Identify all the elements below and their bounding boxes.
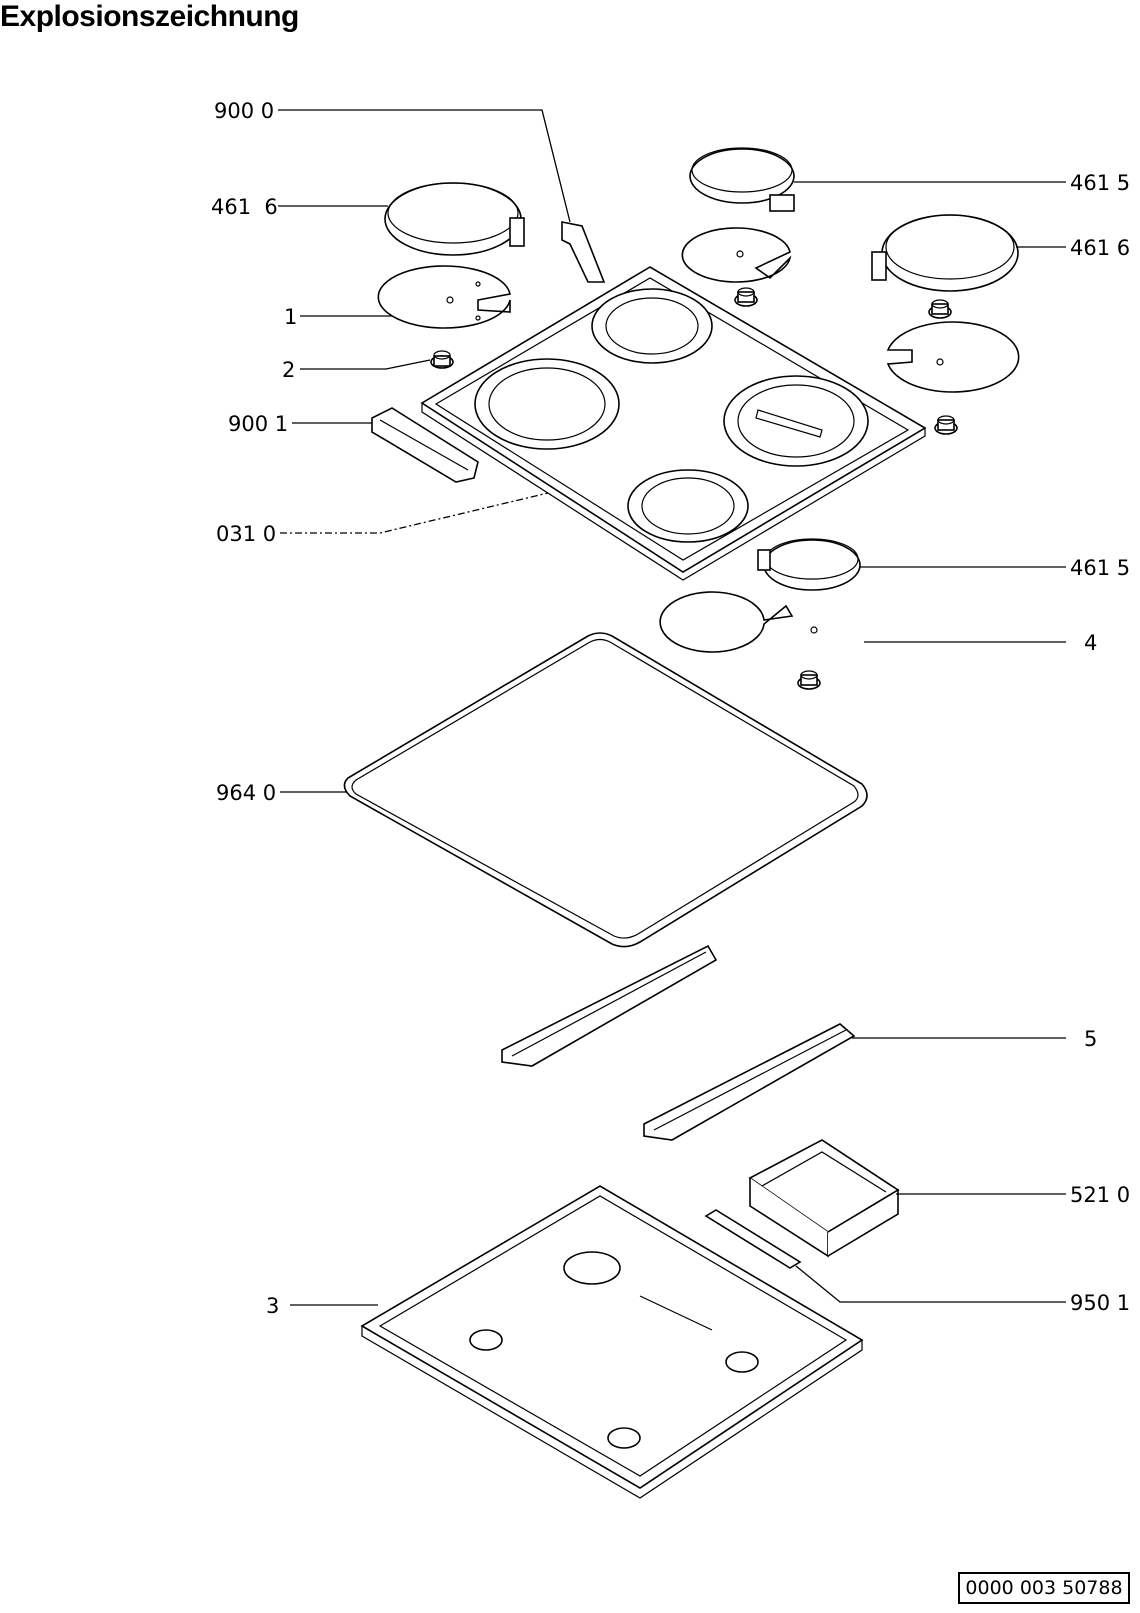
- spacer-plate-1: [377, 265, 511, 329]
- nut-top: [734, 287, 758, 307]
- nut-middle: [797, 670, 821, 690]
- label-4616-right: 461 6: [1070, 236, 1130, 260]
- leader-lines: [278, 109, 1066, 1306]
- label-9000: 900 0: [214, 99, 274, 123]
- label-3: 3: [266, 1294, 279, 1318]
- spacer-plate-4: [659, 591, 818, 653]
- base-tray-3: [360, 1185, 864, 1499]
- label-1: 1: [284, 305, 297, 329]
- bracket-9001: [371, 407, 479, 483]
- label-0310: 031 0: [216, 522, 276, 546]
- rail-upper: [501, 944, 718, 1067]
- seal-9640: [343, 632, 868, 948]
- label-9001: 900 1: [228, 412, 288, 436]
- label-4615-middle: 461 5: [1070, 556, 1130, 580]
- label-4615-top: 461 5: [1070, 171, 1130, 195]
- hotplate-right: [871, 214, 1019, 292]
- hotplate-left: [384, 182, 525, 256]
- label-4616-left: 461 6: [211, 195, 278, 219]
- hotplate-top: [689, 147, 795, 212]
- bracket-9000: [561, 221, 606, 283]
- hob-top-plate: [420, 266, 927, 581]
- document-number: 0000 003 50788: [958, 1572, 1130, 1604]
- nut-2: [430, 350, 454, 369]
- nut-right-upper: [928, 299, 952, 319]
- label-9640: 964 0: [216, 781, 276, 805]
- label-9501: 950 1: [1070, 1291, 1130, 1315]
- label-5210: 521 0: [1070, 1183, 1130, 1207]
- nut-right-lower: [934, 415, 958, 435]
- label-2: 2: [282, 358, 295, 382]
- page-title: Explosionszeichnung: [0, 0, 299, 33]
- label-5: 5: [1084, 1027, 1097, 1051]
- strip-9501: [704, 1209, 802, 1269]
- spacer-plate-right: [886, 321, 1020, 393]
- label-4: 4: [1084, 631, 1097, 655]
- hotplate-middle: [757, 538, 861, 591]
- rail-lower: [643, 1023, 856, 1141]
- switch-box-5210: [748, 1139, 900, 1258]
- spacer-plate-top: [681, 227, 792, 283]
